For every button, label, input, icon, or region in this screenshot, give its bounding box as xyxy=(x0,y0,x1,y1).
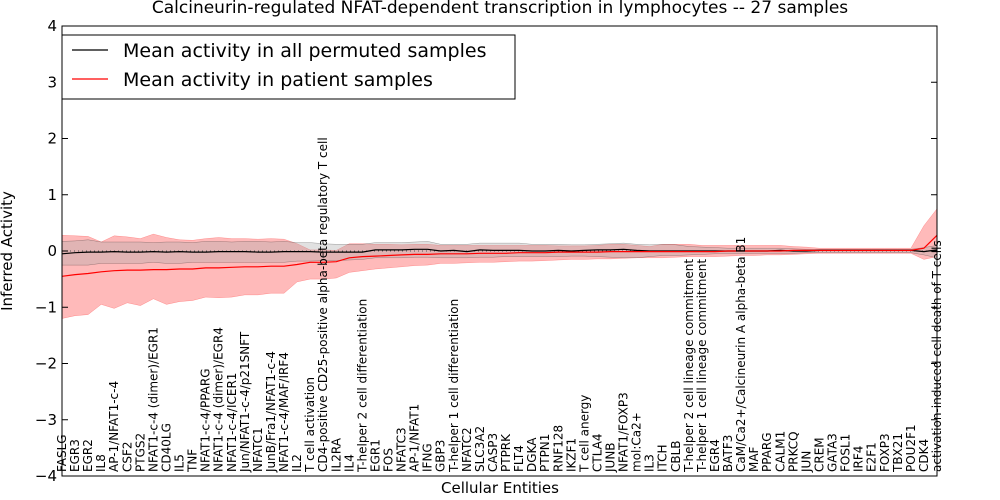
x-category-label: PPARG xyxy=(760,432,774,472)
x-category-label: NFATC3 xyxy=(395,427,409,472)
chart-title: Calcineurin-regulated NFAT-dependent tra… xyxy=(152,0,848,18)
x-category-label: IL2 xyxy=(290,454,304,472)
x-category-label: AP-1/NFAT1 xyxy=(408,404,422,472)
x-category-label: PTPRK xyxy=(499,433,513,472)
x-category-label: MAF xyxy=(747,446,761,472)
x-category-label: FOS xyxy=(382,448,396,472)
x-category-label: PRKCQ xyxy=(786,431,800,472)
x-category-label: NFAT1-c-4/ICER1 xyxy=(225,373,239,472)
x-axis-title: Cellular Entities xyxy=(441,479,559,497)
x-category-label: EGR4 xyxy=(708,439,722,472)
y-tick-label: 4 xyxy=(47,17,57,35)
x-category-label: EGR2 xyxy=(81,439,95,472)
y-tick-label: 1 xyxy=(47,186,57,204)
x-category-label: BATF3 xyxy=(721,435,735,472)
x-category-label: activation-induced cell death of T cells xyxy=(930,240,944,472)
x-category-label: FOXP3 xyxy=(878,433,892,472)
x-category-label: T-helper 1 cell differentiation xyxy=(447,299,461,473)
x-category-label: T-helper 2 cell differentiation xyxy=(355,299,369,473)
x-category-label: TNF xyxy=(186,449,200,473)
legend: Mean activity in all permuted samplesMea… xyxy=(61,34,516,100)
y-tick-label: −4 xyxy=(35,467,57,485)
x-category-label: CALM1 xyxy=(773,431,787,472)
y-axis-title: Inferred Activity xyxy=(0,191,16,311)
x-category-label: CDK4 xyxy=(917,439,931,472)
x-category-label: IL2RA xyxy=(329,437,343,472)
x-category-label: CBLB xyxy=(669,440,683,472)
x-category-label: DGKA xyxy=(525,437,539,472)
x-category-label: CD40LG xyxy=(160,423,174,472)
x-category-label: RNF128 xyxy=(551,425,565,472)
x-category-label: CSF2 xyxy=(120,441,134,472)
x-category-label: T cell activation xyxy=(303,377,317,473)
x-category-label: ITCH xyxy=(656,444,670,472)
x-category-label: IL8 xyxy=(94,454,108,472)
x-category-label: T cell anergy xyxy=(577,395,591,473)
y-tick-label: −1 xyxy=(35,298,57,316)
x-category-label: IL3 xyxy=(643,454,657,472)
x-category-label: GBP3 xyxy=(434,440,448,472)
x-category-label: E2F1 xyxy=(865,442,879,472)
x-category-label: NFATC1 xyxy=(251,427,265,472)
legend-label-patient: Mean activity in patient samples xyxy=(123,69,433,91)
x-category-label: JunB/Fra1/NFAT1-c-4 xyxy=(264,351,278,473)
x-category-label: JUNB xyxy=(604,442,618,473)
x-category-label: SLC3A2 xyxy=(473,426,487,472)
x-category-label: NFAT1-c-4/MAF/IRF4 xyxy=(277,352,291,472)
band-patient xyxy=(61,208,938,319)
legend-box xyxy=(61,34,516,100)
x-category-label: T-helper 1 cell lineage commitment xyxy=(695,259,709,473)
legend-label-permuted: Mean activity in all permuted samples xyxy=(123,40,486,62)
x-category-label: POU2F1 xyxy=(904,424,918,472)
x-category-label: NFATC2 xyxy=(460,427,474,472)
x-category-label: IL5 xyxy=(173,454,187,472)
x-category-label: FOSL1 xyxy=(839,434,853,472)
x-category-label: NFAT1-c-4/PPARG xyxy=(199,368,213,472)
y-tick-label: −3 xyxy=(35,411,57,429)
x-category-label: Jun/NFAT1-c-4/p21SNFT xyxy=(238,331,252,473)
y-axis: −4 −3 −2 −1 0 1 2 3 4 xyxy=(35,17,937,485)
x-category-label: CREM xyxy=(813,437,827,472)
x-category-label: JUN xyxy=(799,451,813,473)
x-category-label: IKZF1 xyxy=(564,438,578,472)
x-category-label: NFAT1-c-4 (dimer)/EGR4 xyxy=(212,327,226,472)
x-category-label: mol:Ca2+ xyxy=(630,412,644,472)
x-category-label: CTLA4 xyxy=(590,433,604,472)
x-category-label: TBX21 xyxy=(891,433,905,473)
x-category-label: FASLG xyxy=(55,434,69,472)
y-tick-label: −2 xyxy=(35,355,57,373)
x-category-label: PTPN1 xyxy=(538,434,552,472)
plot-area xyxy=(61,208,938,319)
x-category-label: EGR1 xyxy=(368,439,382,472)
x-category-label: GATA3 xyxy=(826,433,840,472)
series-line-patient xyxy=(61,234,938,277)
x-category-label: CASP3 xyxy=(486,433,500,472)
y-tick-label: 2 xyxy=(47,130,57,148)
x-category-label: NFAT1-c-4 (dimer)/EGR1 xyxy=(146,327,160,472)
x-category-label: AP-1/NFAT1-c-4 xyxy=(107,381,121,472)
x-category-label: CD4-positive CD25-positive alpha-beta re… xyxy=(316,137,330,472)
y-tick-label: 3 xyxy=(47,73,57,91)
x-category-label: NFAT1/FOXP3 xyxy=(617,392,631,472)
y-tick-label: 0 xyxy=(47,242,57,260)
x-category-label: FLT4 xyxy=(512,445,526,472)
x-category-label: IRF4 xyxy=(852,446,866,472)
x-category-label: CaM/Ca2+/Calcineurin A alpha-beta B1 xyxy=(734,237,748,472)
x-category-label: EGR3 xyxy=(68,439,82,472)
x-category-label: PTGS2 xyxy=(133,433,147,472)
x-category-label: IFNG xyxy=(421,443,435,472)
x-category-label: IL4 xyxy=(342,454,356,472)
x-category-label: T-helper 2 cell lineage commitment xyxy=(682,259,696,473)
